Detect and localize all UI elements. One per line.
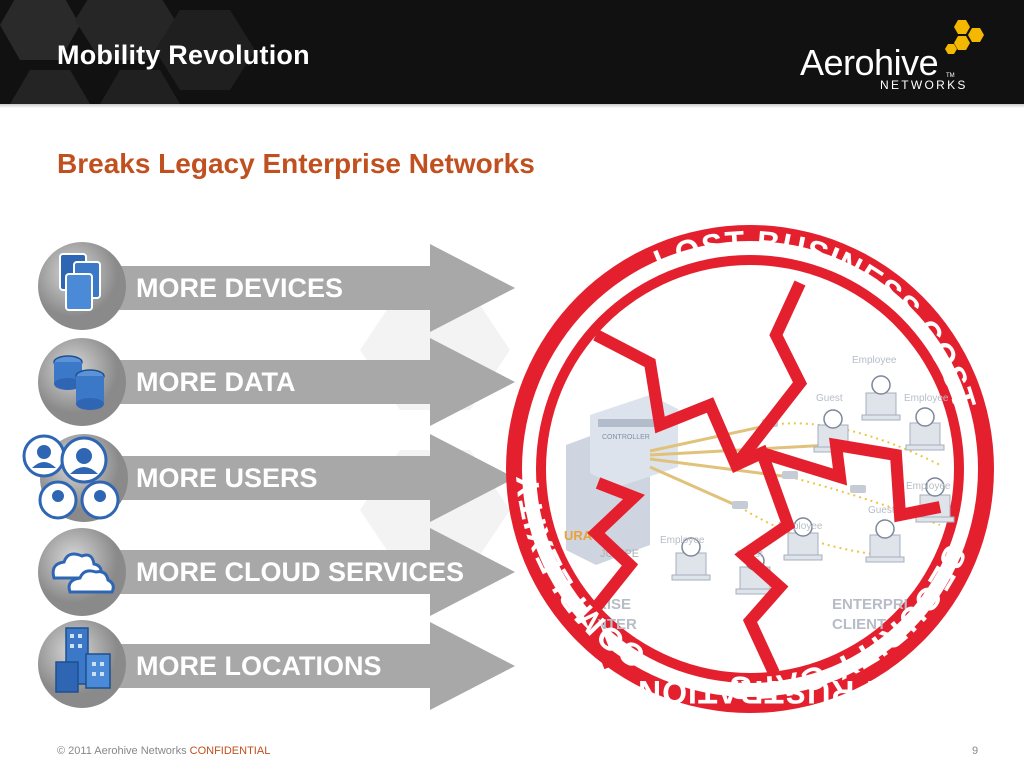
- arrow-label: MORE LOCATIONS: [136, 651, 382, 681]
- header-divider: [0, 104, 1024, 108]
- aerohive-logo: Aerohive TM NETWORKS: [796, 18, 996, 98]
- arrow-more-cloud-services: MORE CLOUD SERVICES: [0, 528, 520, 628]
- ring-word-frustration: FRUSTRATION: [637, 674, 875, 710]
- client-label: Employee: [906, 481, 951, 492]
- client-label: Employee: [660, 535, 705, 546]
- logo-name: Aerohive: [800, 42, 939, 83]
- arrow-label: MORE USERS: [136, 463, 318, 493]
- client-label: Guest: [868, 505, 895, 516]
- buildings-icon: [38, 620, 126, 708]
- header-bar: Mobility Revolution Aerohive TM NETWORKS: [0, 0, 1024, 104]
- arrow-label: MORE DATA: [136, 367, 296, 397]
- arrow-more-devices: MORE DEVICES: [0, 244, 520, 344]
- arrow-more-locations: MORE LOCATIONS: [0, 622, 520, 722]
- slide-subtitle: Breaks Legacy Enterprise Networks: [57, 148, 535, 179]
- arrow-label: MORE CLOUD SERVICES: [136, 557, 465, 587]
- page-number: 9: [972, 745, 979, 757]
- broken-network-diagram: CONTROLLER URA JUNIPE: [506, 224, 994, 713]
- confidential-label: CONFIDENTIAL: [189, 745, 271, 757]
- copyright-text: © 2011 Aerohive Networks: [57, 745, 187, 757]
- arrow-label: MORE DEVICES: [136, 273, 344, 303]
- client-label: Employee: [778, 521, 823, 532]
- users-icon: [22, 434, 128, 522]
- database-icon: [38, 338, 126, 426]
- block-label: CLIENT: [832, 616, 886, 633]
- client-label: Guest: [816, 393, 843, 404]
- block-label: NTER: [596, 616, 637, 633]
- client-label: Employee: [904, 393, 949, 404]
- cloud-icon: [38, 528, 126, 616]
- hexagon-pattern-icon: [0, 0, 255, 104]
- logo-subtitle: NETWORKS: [880, 78, 968, 92]
- arrow-more-data: MORE DATA: [0, 338, 520, 438]
- network-illustration: CONTROLLER URA JUNIPE: [564, 355, 955, 633]
- honeycomb-icon: [945, 20, 984, 54]
- vendor-label: URA: [564, 528, 593, 543]
- tablets-icon: [38, 242, 126, 330]
- arrow-more-users: MORE USERS: [0, 434, 520, 534]
- block-label: ENTERPRI: [832, 596, 908, 613]
- header-title: Mobility Revolution: [57, 40, 310, 70]
- footer-copyright: © 2011 Aerohive Networks CONFIDENTIAL: [57, 745, 270, 757]
- client-label: Employee: [852, 355, 897, 366]
- crack-lines: [583, 280, 942, 676]
- controller-label: CONTROLLER: [602, 434, 650, 441]
- logo-trademark: TM: [946, 73, 955, 79]
